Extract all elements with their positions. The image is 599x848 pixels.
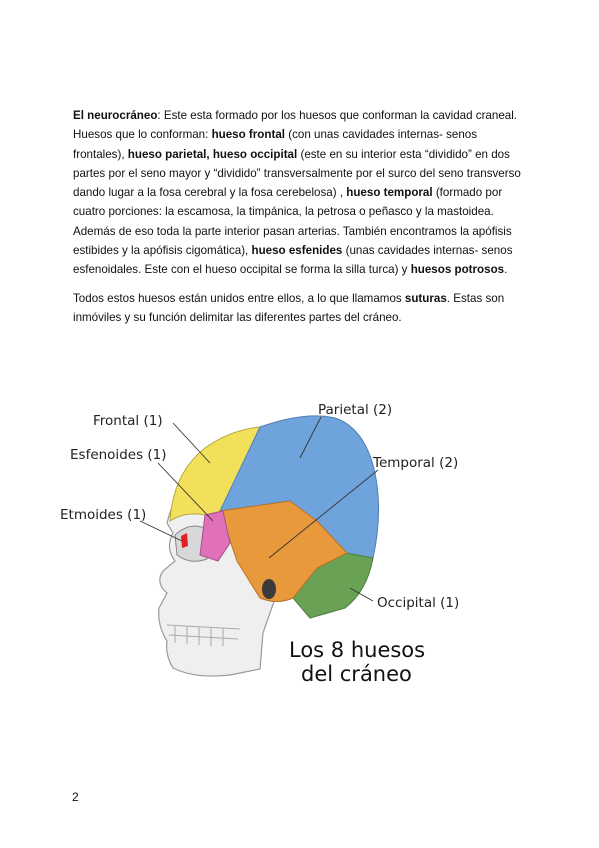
parietal-bone-shape — [219, 415, 380, 559]
frontal-leader-line — [172, 422, 211, 464]
figure-caption-line2: del cráneo — [301, 662, 412, 686]
paragraph-suturas: Todos estos huesos están unidos entre el… — [73, 289, 525, 328]
text-run: : Este esta formado por los huesos que c… — [157, 109, 518, 122]
label-parietal: Parietal (2) — [318, 402, 392, 418]
ethmoid-bone-shape — [181, 533, 188, 548]
skull-face-shape — [158, 461, 278, 677]
label-temporal: Temporal (2) — [372, 455, 458, 471]
sphenoid-bone-shape — [199, 510, 231, 562]
text-run: . Estas son inmóviles y su función delim… — [73, 291, 505, 324]
term-neurocraneo: El neurocráneo — [73, 109, 158, 122]
text-run: Huesos que lo conforman: — [73, 128, 212, 142]
esfenoides-leader-line — [157, 462, 214, 522]
frontal-bone-shape — [169, 426, 261, 522]
text-run: (formado por cuatro porciones: la escamo… — [73, 186, 512, 258]
page-number: 2 — [72, 790, 79, 804]
occipital-leader-line — [349, 587, 374, 602]
teeth-shape — [166, 624, 241, 646]
text-run: (con unas cavidades internas- senos fron… — [73, 128, 478, 161]
text-run: . — [504, 263, 508, 277]
term-hueso-frontal: hueso frontal — [211, 128, 285, 142]
parietal-leader-line — [299, 416, 322, 459]
body-text: El neurocráneo: Este esta formado por lo… — [73, 106, 525, 327]
label-occipital: Occipital (1) — [377, 595, 459, 611]
text-run: Todos estos huesos están unidos entre el… — [73, 291, 405, 305]
temporal-leader-line — [268, 469, 379, 559]
ear-canal-shape — [262, 579, 276, 599]
term-hueso-parietal-occipital: hueso parietal, hueso occipital — [127, 147, 298, 161]
temporal-bone-shape — [219, 500, 348, 602]
text-run: (este en su interior esta “dividido” en … — [73, 147, 521, 200]
term-huesos-potrosos: huesos potrosos — [410, 263, 505, 277]
figure-caption-line1: Los 8 huesos — [289, 638, 425, 662]
paragraph-neurocraneo: El neurocráneo: Este esta formado por lo… — [73, 106, 525, 280]
skull-figure: Frontal (1) Parietal (2) Esfenoides (1) … — [55, 393, 485, 698]
label-etmoides: Etmoides (1) — [60, 507, 146, 523]
label-esfenoides: Esfenoides (1) — [70, 447, 167, 463]
label-frontal: Frontal (1) — [93, 413, 163, 429]
skull-diagram: Frontal (1) Parietal (2) Esfenoides (1) … — [60, 402, 459, 686]
term-suturas: suturas — [404, 291, 447, 305]
etmoides-leader-line — [139, 520, 183, 542]
term-hueso-temporal: hueso temporal — [346, 186, 433, 200]
term-hueso-esfenides: hueso esfenides — [251, 244, 343, 258]
text-run: (unas cavidades internas- senos esfenoid… — [73, 244, 513, 277]
